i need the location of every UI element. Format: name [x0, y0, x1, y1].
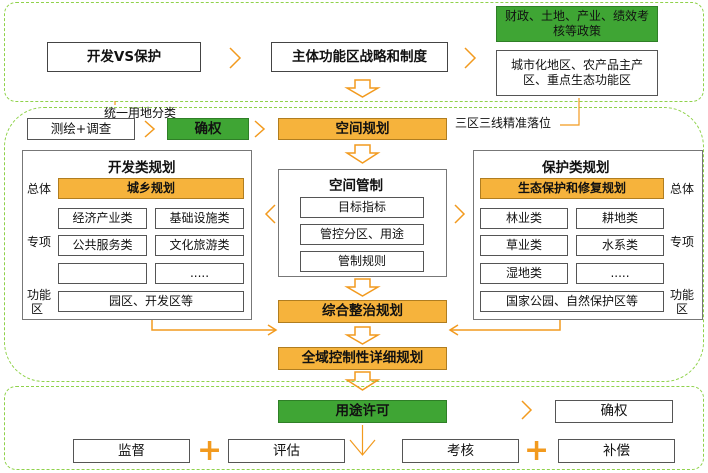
protect-func-zone-box: 国家公园、自然保护区等 [480, 291, 664, 312]
arrow-right-icon [464, 47, 477, 69]
arrow-left-icon [264, 204, 276, 224]
detailed-plan-box: 全域控制性详细规划 [278, 347, 447, 370]
protect-item: 水系类 [576, 235, 664, 256]
dev-item: 文化旅游类 [155, 235, 244, 256]
dev-side-func1: 功能 [27, 288, 52, 302]
survey-box: 测绘+调查 [27, 118, 135, 140]
rights-green-box: 确权 [167, 118, 249, 140]
arrow-right-icon [454, 204, 466, 224]
dev-item: 公共服务类 [58, 235, 147, 256]
policy-box: 财政、土地、产业、绩效考核等政策 [496, 6, 658, 42]
dev-panel-title: 开发类规划 [108, 160, 176, 176]
dev-item: 基础设施类 [155, 208, 244, 229]
connector-line [349, 439, 376, 456]
bottom-region [4, 386, 704, 470]
arrow-right-icon [521, 400, 533, 420]
control-item: 管控分区、用途 [300, 224, 424, 245]
arrow-down-icon [344, 144, 381, 164]
arrow-right-icon [144, 120, 156, 138]
rights-bottom-box: 确权 [555, 400, 673, 423]
dev-item [58, 263, 147, 284]
dev-func-zone-box: 园区、开发区等 [58, 291, 244, 312]
dev-side-special: 专项 [27, 235, 52, 249]
use-permit-box: 用途许可 [278, 400, 447, 423]
control-item: 目标指标 [300, 197, 424, 218]
control-panel-title: 空间管制 [329, 178, 383, 194]
arrow-down-icon [344, 278, 381, 297]
arrow-down-icon [344, 371, 381, 391]
eco-plan-box: 生态保护和修复规划 [480, 178, 664, 199]
connector-line [450, 320, 561, 331]
connector-line [151, 320, 276, 331]
dev-item: ..... [155, 263, 244, 284]
three-zones-label: 三区三线精准落位 [455, 116, 552, 130]
plus-icon: + [524, 433, 550, 468]
arrow-right-icon [267, 324, 278, 336]
middle-region [4, 107, 704, 382]
dev-side-overall: 总体 [27, 182, 52, 196]
connector-line [560, 98, 580, 126]
protect-side-func2: 区 [676, 302, 689, 316]
arrow-right-icon [254, 120, 266, 138]
protect-panel-title: 保护类规划 [542, 160, 610, 176]
arrow-down-icon [344, 326, 381, 345]
protect-item: 耕地类 [576, 208, 664, 229]
protect-item: 林业类 [480, 208, 568, 229]
protect-side-func1: 功能 [670, 288, 695, 302]
urban-rural-plan-box: 城乡规划 [58, 178, 244, 199]
protect-side-overall: 总体 [670, 182, 695, 196]
strategy-box: 主体功能区战略和制度 [271, 42, 448, 72]
unified-land-classification-label: 统一用地分类 [104, 106, 177, 120]
compensation-box: 补偿 [558, 439, 675, 463]
arrow-down-icon [344, 79, 381, 98]
assessment-box: 考核 [402, 439, 519, 463]
dev-vs-protect-box: 开发VS保护 [47, 42, 201, 72]
protect-item: ..... [576, 263, 664, 284]
spatial-plan-box: 空间规划 [278, 118, 447, 140]
arrow-left-icon [448, 324, 459, 336]
top-region [4, 2, 704, 102]
protect-side-special: 专项 [670, 235, 695, 249]
supervision-box: 监督 [73, 439, 190, 463]
protect-item: 湿地类 [480, 263, 568, 284]
dev-side-func2: 区 [31, 302, 44, 316]
evaluation-box: 评估 [228, 439, 345, 463]
protect-item: 草业类 [480, 235, 568, 256]
plus-icon: + [197, 433, 223, 468]
remediation-plan-box: 综合整治规划 [278, 300, 447, 323]
control-item: 管制规则 [300, 251, 424, 272]
arrow-right-icon [229, 47, 242, 69]
zones-box: 城市化地区、农产品主产区、重点生态功能区 [496, 50, 658, 96]
dev-item: 经济产业类 [58, 208, 147, 229]
